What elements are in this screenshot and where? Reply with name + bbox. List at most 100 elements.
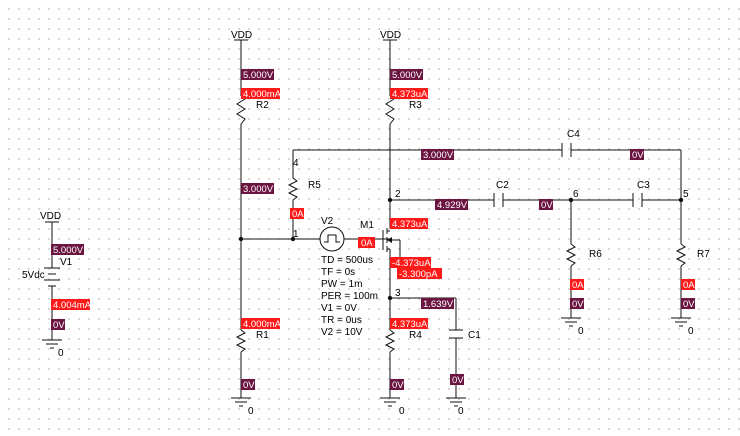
junction-dots — [238, 197, 684, 301]
vdd-symbol-right[interactable]: VDD — [380, 30, 401, 41]
svg-text:4.373uA: 4.373uA — [392, 219, 428, 230]
ground-c1[interactable]: 0 — [446, 397, 466, 417]
wires — [51, 40, 682, 398]
ground-v1[interactable]: 0 — [42, 339, 64, 359]
v2-pulse-parameters: TD = 500us TF = 0s PW = 1m PER = 100m V1… — [321, 255, 378, 338]
current-flag-r7: 0A — [681, 279, 695, 291]
capacitor-c4[interactable]: C4 — [561, 129, 580, 157]
voltage-flag-r4-bottom: 0V — [390, 379, 404, 391]
voltage-flag-divider-mid: 3.000V — [241, 183, 274, 195]
svg-text:3.000V: 3.000V — [423, 150, 454, 161]
node-label-4: 4 — [293, 158, 299, 169]
resistor-r1[interactable]: R1 — [235, 329, 269, 353]
vdd-symbol-mid[interactable]: VDD — [231, 30, 252, 41]
ground-r1[interactable]: 0 — [231, 397, 254, 417]
param-per: PER = 100m — [321, 291, 378, 302]
vdd-label: VDD — [380, 30, 401, 41]
voltage-flag-v1-top: 5.000V — [51, 244, 84, 256]
v2-label: V2 — [321, 216, 334, 227]
svg-text:0V: 0V — [572, 299, 584, 310]
voltage-flag-r1-bottom: 0V — [241, 379, 255, 391]
node-label-3: 3 — [395, 288, 401, 299]
svg-text:0V: 0V — [452, 375, 464, 386]
r1-label: R1 — [256, 330, 269, 341]
ground-r4[interactable]: 0 — [380, 397, 405, 417]
capacitor-c3[interactable]: C3 — [632, 180, 650, 207]
svg-text:0A: 0A — [292, 209, 304, 220]
ground-label: 0 — [58, 348, 64, 359]
ground-label: 0 — [458, 406, 464, 417]
svg-text:4.000mA: 4.000mA — [243, 319, 282, 330]
svg-text:5.000V: 5.000V — [243, 70, 274, 81]
ground-r6[interactable]: 0 — [561, 317, 584, 337]
junction-node1-r5 — [290, 236, 296, 242]
resistor-r6[interactable]: R6 — [565, 243, 602, 267]
node-label-1: 1 — [293, 229, 299, 240]
svg-text:-4.373uA: -4.373uA — [392, 258, 431, 269]
v2-pulse-source[interactable]: V2 — [319, 216, 345, 252]
svg-text:0A: 0A — [572, 280, 584, 291]
current-flag-r2: 4.000mA — [241, 88, 282, 100]
resistor-r4[interactable]: R4 — [384, 329, 422, 353]
node-label-6: 6 — [573, 189, 579, 200]
svg-text:4.004mA: 4.004mA — [53, 300, 92, 311]
resistor-r7[interactable]: R7 — [675, 243, 710, 267]
current-flags: 4.004mA 4.000mA 4.000mA 0A 0A 4.373uA 4.… — [51, 88, 695, 330]
junction-node2 — [387, 197, 393, 203]
capacitor-c1[interactable]: C1 — [449, 329, 481, 341]
current-flag-r3: 4.373uA — [390, 88, 428, 100]
resistor-r2[interactable]: R2 — [236, 95, 269, 125]
voltage-flag-r3-top: 5.000V — [390, 69, 423, 81]
resistor-r5[interactable]: R5 — [287, 177, 321, 201]
v1-dc-source[interactable]: V1 5Vdc — [22, 257, 73, 292]
vdd-label: VDD — [40, 211, 61, 222]
param-v2: V2 = 10V — [321, 327, 363, 338]
svg-text:4.929V: 4.929V — [437, 200, 468, 211]
c2-label: C2 — [496, 180, 509, 191]
resistor-r3[interactable]: R3 — [385, 95, 422, 125]
node-labels: 1 2 3 4 5 6 — [293, 158, 689, 299]
voltage-flag-v1-bottom: 0V — [51, 319, 65, 331]
svg-text:0V: 0V — [243, 380, 255, 391]
voltage-flag-r6-bottom: 0V — [570, 298, 584, 310]
capacitor-c2[interactable]: C2 — [493, 180, 509, 207]
junction-node6 — [568, 197, 574, 203]
param-td: TD = 500us — [321, 255, 373, 266]
junction-node5 — [678, 197, 684, 203]
m1-label: M1 — [360, 220, 374, 231]
voltage-flag-c4-left: 3.000V — [421, 149, 454, 161]
svg-text:0A: 0A — [683, 280, 695, 291]
ground-label: 0 — [399, 406, 405, 417]
voltage-flag-r2-top: 5.000V — [241, 69, 274, 81]
ground-label: 0 — [248, 406, 254, 417]
current-flag-r1: 4.000mA — [241, 318, 282, 330]
junction-node3 — [387, 295, 393, 301]
voltage-flag-c2-right: 0V — [539, 199, 553, 211]
v1-label: V1 — [60, 257, 73, 268]
mosfet-m1[interactable]: M1 — [360, 220, 401, 263]
current-flag-r6: 0A — [570, 279, 584, 291]
param-tf: TF = 0s — [321, 267, 355, 278]
svg-text:0V: 0V — [683, 299, 695, 310]
c3-label: C3 — [637, 180, 650, 191]
param-pw: PW = 1m — [321, 279, 362, 290]
param-v1: V1 = 0V — [321, 303, 357, 314]
r2-label: R2 — [256, 100, 269, 111]
voltage-flags: 5.000V 0V 5.000V 3.000V 0V 5.000V 3.000V… — [51, 69, 695, 391]
svg-text:4.000mA: 4.000mA — [243, 89, 282, 100]
vdd-symbol-left[interactable]: VDD — [40, 211, 61, 223]
svg-text:1.639V: 1.639V — [423, 299, 454, 310]
svg-text:4.373uA: 4.373uA — [392, 319, 428, 330]
ground-label: 0 — [578, 326, 584, 337]
current-flag-m1-drain: 4.373uA — [390, 218, 428, 230]
svg-text:4.373uA: 4.373uA — [392, 89, 428, 100]
voltage-flag-r7-bottom: 0V — [681, 298, 695, 310]
junction-node1 — [238, 236, 244, 242]
svg-text:0A: 0A — [361, 238, 373, 249]
current-flag-m1-gate: -3.300pA — [397, 268, 442, 280]
voltage-flag-drain: 4.929V — [435, 199, 468, 211]
ground-r7[interactable]: 0 — [671, 317, 694, 337]
current-flag-r5: 0A — [290, 208, 304, 220]
